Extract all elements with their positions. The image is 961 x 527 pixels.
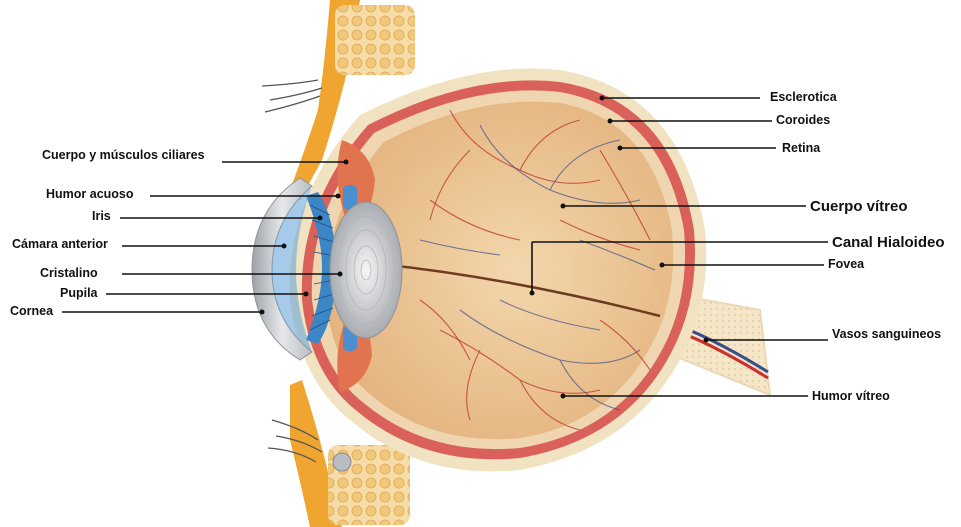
label-coroides: Coroides — [776, 113, 830, 127]
upper-eyelashes — [262, 80, 322, 112]
label-retina: Retina — [782, 141, 821, 155]
orbital-fat-upper — [335, 5, 415, 75]
label-cristalino: Cristalino — [40, 266, 98, 280]
label-vasos-sanguineos: Vasos sanguineos — [832, 327, 941, 341]
label-fovea: Fovea — [828, 257, 865, 271]
lens-shape — [330, 202, 402, 338]
label-humor-acuoso: Humor acuoso — [46, 187, 134, 201]
label-esclerotica: Esclerotica — [770, 90, 838, 104]
label-camara-anterior: Cámara anterior — [12, 237, 108, 251]
label-pupila: Pupila — [60, 286, 99, 300]
tear-gland — [333, 453, 351, 471]
label-humor-vitreo: Humor vítreo — [812, 389, 890, 403]
label-iris: Iris — [92, 209, 111, 223]
label-cornea: Cornea — [10, 304, 54, 318]
label-cuerpo-vitreo: Cuerpo vítreo — [810, 198, 908, 215]
label-cuerpo-musculos-ciliares: Cuerpo y músculos ciliares — [42, 148, 205, 162]
label-canal-hialoideo: Canal Hialoideo — [832, 234, 945, 251]
